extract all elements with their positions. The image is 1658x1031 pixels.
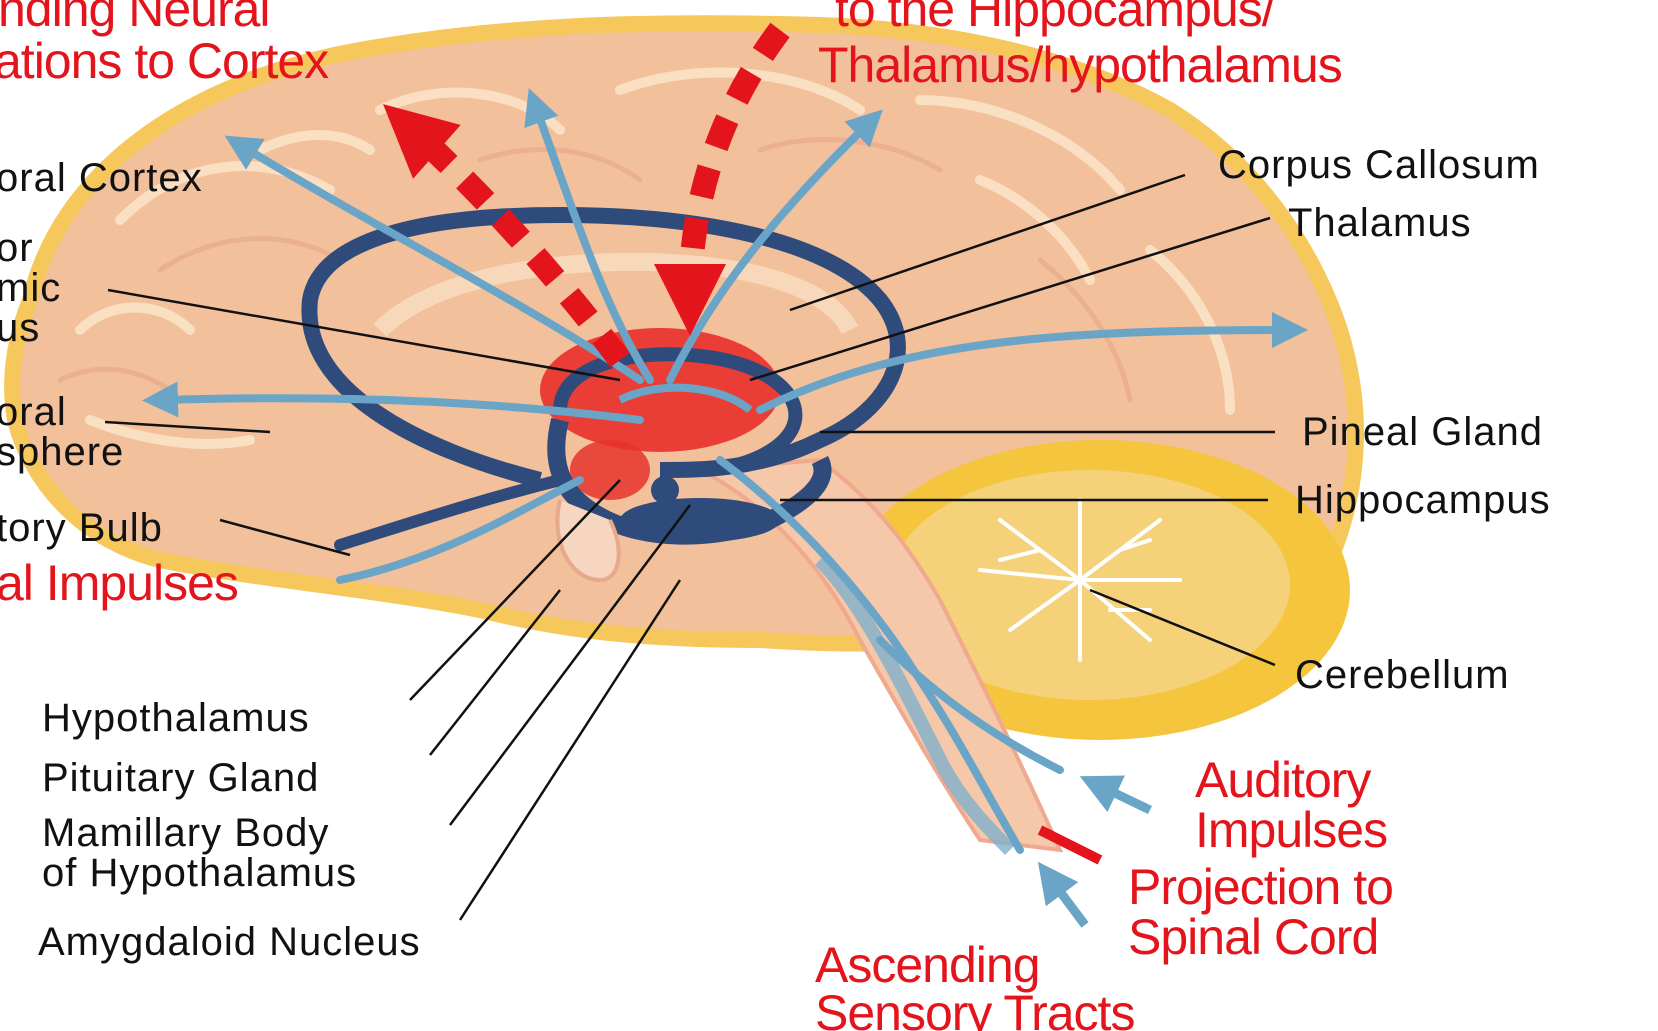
label-top-left-line1: nding Neural bbox=[0, 0, 270, 34]
label-olfactory-impulses: al Impulses bbox=[0, 558, 238, 608]
label-cingulate-line2: mic bbox=[0, 268, 61, 308]
label-cerebral-cortex: oral Cortex bbox=[0, 158, 203, 198]
label-projection-line2: Spinal Cord bbox=[1128, 912, 1378, 962]
label-mamillary-line2: of Hypothalamus bbox=[42, 853, 357, 893]
label-cerebellum: Cerebellum bbox=[1295, 655, 1510, 695]
label-pituitary-gland: Pituitary Gland bbox=[42, 758, 319, 798]
label-auditory-line2: Impulses bbox=[1195, 805, 1387, 855]
label-auditory-line1: Auditory bbox=[1195, 755, 1370, 805]
label-hypothalamus: Hypothalamus bbox=[42, 698, 310, 738]
label-cingulate-line3: us bbox=[0, 308, 40, 348]
label-hemisphere-line2: sphere bbox=[0, 432, 124, 472]
label-projection-line1: Projection to bbox=[1128, 862, 1393, 912]
hippocampus-shape bbox=[620, 498, 780, 542]
label-cingulate-line1: or bbox=[0, 228, 34, 268]
mamillary bbox=[651, 476, 679, 504]
label-hemisphere-line1: oral bbox=[0, 392, 67, 432]
label-pineal-gland: Pineal Gland bbox=[1302, 412, 1543, 452]
label-corpus-callosum: Corpus Callosum bbox=[1218, 145, 1540, 185]
label-amygdaloid-nucleus: Amygdaloid Nucleus bbox=[38, 922, 421, 962]
auditory-arrow bbox=[1098, 785, 1150, 810]
label-ascending-line2: Sensory Tracts bbox=[815, 988, 1134, 1031]
label-mamillary-line1: Mamillary Body bbox=[42, 813, 329, 853]
label-olfactory-bulb: tory Bulb bbox=[0, 508, 163, 548]
label-hippocampus: Hippocampus bbox=[1295, 480, 1551, 520]
label-ascending-line1: Ascending bbox=[815, 940, 1040, 990]
label-top-right-line1: to the Hippocampus/ bbox=[835, 0, 1275, 34]
label-thalamus: Thalamus bbox=[1288, 203, 1472, 243]
label-top-right-line2: Thalamus/hypothalamus bbox=[818, 40, 1342, 90]
label-top-left-line2: ations to Cortex bbox=[0, 36, 328, 86]
sensory-arrow bbox=[1050, 878, 1085, 925]
